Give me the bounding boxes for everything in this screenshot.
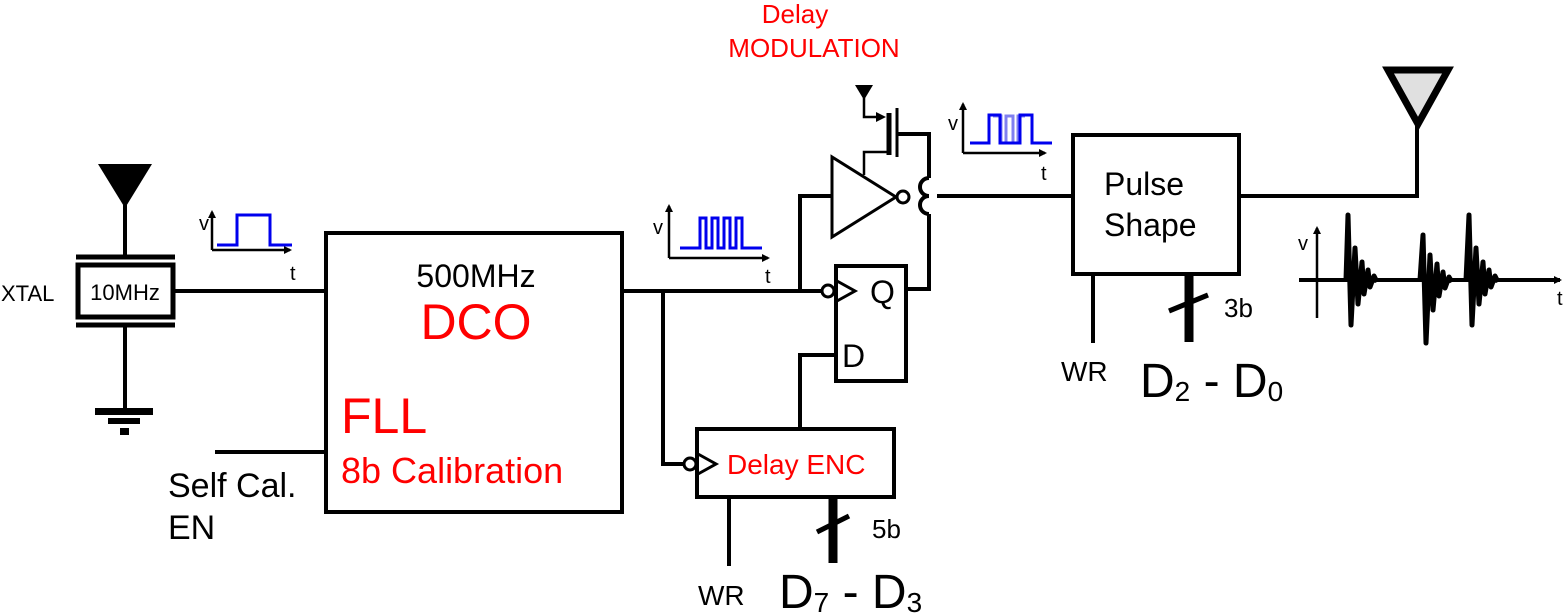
enc-wr-label: WR: [698, 580, 745, 611]
self-cal-en-label: EN: [168, 509, 215, 547]
dco-to-enc-wire: [661, 291, 684, 466]
output-to-antenna-wire: [1239, 125, 1419, 198]
pulse-shape-outline: [1071, 133, 1241, 276]
waveform-uwb-pulses: v t: [1298, 212, 1563, 346]
pulse-bus-slash: [1168, 292, 1209, 314]
xtal-section: 10MHz XTAL: [1, 164, 326, 435]
enc-bus-slash: [815, 513, 851, 535]
t-axis-label: t: [1041, 163, 1047, 185]
enc-clock-triangle-icon: [697, 452, 720, 476]
t-axis-label: t: [765, 266, 771, 288]
dco-frequency: 500MHz: [416, 258, 535, 294]
flip-flop-outline: [834, 264, 908, 383]
d-label: D: [842, 338, 865, 374]
q-feedback-wire: [906, 214, 931, 291]
v-axis-label: v: [653, 217, 663, 239]
q-label: Q: [870, 274, 895, 310]
v-axis-label: v: [948, 113, 958, 135]
delay-modulation-title: Delay: [762, 0, 828, 29]
pmos-transistor: [855, 85, 931, 291]
clock-triangle-icon: [836, 279, 859, 303]
fll-label: FLL: [341, 388, 427, 444]
pulse-bus-width: 3b: [1224, 293, 1253, 323]
shape-label: Shape: [1104, 207, 1197, 243]
delay-enc-label: Delay ENC: [727, 449, 865, 480]
enc-bus-width: 5b: [872, 514, 901, 544]
supply-antenna-icon: [98, 164, 152, 208]
pulse-bus-label: D2 - D0: [1140, 355, 1283, 408]
calibration-label: 8b Calibration: [341, 450, 563, 491]
pulse-shape-block: Pulse Shape: [1071, 133, 1241, 276]
dco-fll-block: 500MHz DCO FLL 8b Calibration: [324, 231, 624, 514]
xtal-label: XTAL: [1, 281, 54, 306]
delay-enc-block: Delay ENC: [682, 427, 896, 499]
t-axis-label: t: [290, 263, 296, 285]
enc-bus-label: D7 - D3: [779, 566, 922, 615]
dco-block-outline: [324, 231, 624, 514]
delay-modulation-subtitle: MODULATION: [728, 33, 899, 63]
inverter-gate: [830, 154, 911, 240]
waveform-dco-clock: v t: [653, 204, 771, 288]
v-axis-label: v: [199, 213, 209, 235]
self-cal-label: Self Cal.: [168, 467, 297, 505]
supply-icon: [855, 85, 873, 100]
xtal-frequency: 10MHz: [90, 280, 160, 305]
v-axis-label: v: [1298, 233, 1308, 255]
clock-inverted-bubble: [820, 283, 836, 299]
dco-label: DCO: [420, 294, 531, 350]
enc-to-d-wire: [798, 353, 836, 430]
waveform-reference-clock: v t: [199, 210, 296, 285]
inverter-bubble: [895, 189, 911, 205]
waveform-modulated: v t: [948, 102, 1052, 185]
pulse-wr-label: WR: [1061, 356, 1108, 387]
d-flip-flop: Q D: [820, 264, 908, 383]
ground-icon: [95, 408, 153, 435]
enc-clock-bubble: [682, 456, 698, 472]
pulse-label: Pulse: [1104, 166, 1184, 202]
dco-to-inverter-wire: [798, 194, 832, 291]
t-axis-label: t: [1557, 288, 1563, 310]
output-antenna-icon: [1382, 66, 1454, 132]
